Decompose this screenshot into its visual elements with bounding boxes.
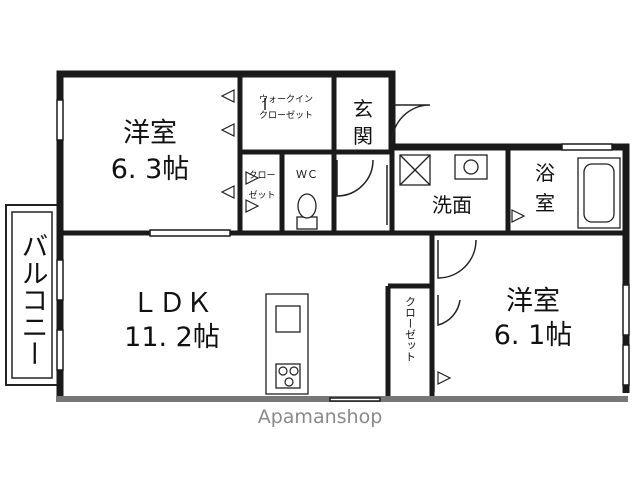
washing-machine-icon [399, 154, 431, 186]
walk-in-closet-label-2: クローゼット [259, 109, 313, 121]
entrance-label-2: 関 [353, 124, 373, 148]
bathroom-label-1: 浴 [535, 161, 555, 185]
doors [264, 98, 477, 392]
balcony-label: バルコニー [17, 232, 48, 367]
washbasin-icon [454, 154, 488, 180]
walk-in-closet-label-1: ウォークイン [259, 94, 313, 105]
windows [56, 99, 630, 402]
western-room-1-size: 6. 3帖 [111, 154, 190, 185]
closet-door-markers [220, 89, 526, 385]
western-room-1-name: 洋室 [123, 118, 177, 149]
closet-tall-label: クローゼット [404, 296, 417, 362]
watermark-text: Apamanshop [258, 406, 383, 428]
toilet-icon [296, 193, 318, 230]
western-room-2-name: 洋室 [506, 286, 560, 317]
stove-burners-icon [278, 366, 299, 387]
wc-label: ＷＣ [296, 168, 318, 181]
kitchen-counter [265, 293, 309, 395]
interior-walls [60, 74, 626, 396]
bathtub-icon [577, 157, 621, 229]
entrance-label-1: 玄 [353, 97, 373, 121]
closet-small-label-1: クロー [248, 170, 275, 181]
western-room-2-size: 6. 1帖 [494, 320, 573, 351]
balcony [5, 204, 59, 386]
ldk-size: 11. 2帖 [124, 322, 220, 353]
ldk-name: ＬＤＫ [132, 288, 213, 319]
closet-small-label-2: ゼット [248, 189, 275, 201]
walk-in-closet-frame [241, 75, 333, 151]
bathroom-label-2: 室 [535, 191, 555, 215]
washroom-label: 洗面 [432, 193, 472, 217]
